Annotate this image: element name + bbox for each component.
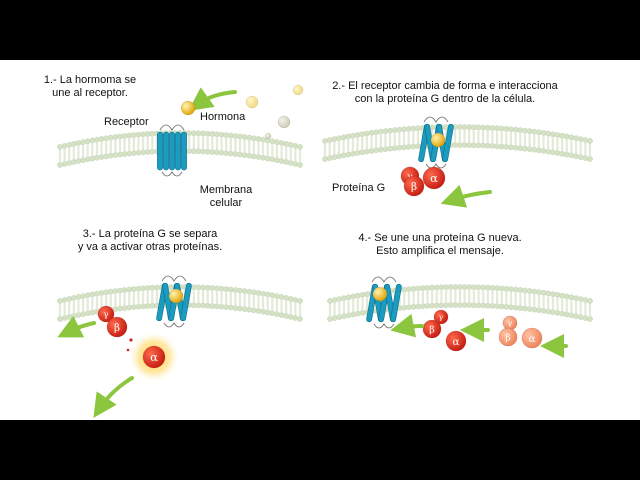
spark [127, 349, 130, 352]
hormone-label: Hormona [200, 111, 245, 124]
new-beta-subunit: β [499, 328, 517, 346]
arrow-g-protein-approach [452, 192, 490, 200]
svg-text:γ: γ [508, 319, 513, 328]
hormone-bound [373, 287, 387, 301]
svg-text:β: β [429, 324, 434, 335]
alpha-subunit: α [446, 331, 466, 351]
svg-text:α: α [452, 336, 459, 348]
arrow-hormone-approach [198, 92, 235, 104]
hormone-molecule-floating [293, 85, 303, 95]
other-molecule [265, 133, 271, 139]
spark [129, 338, 132, 341]
beta-subunit: β [423, 320, 441, 338]
receptor-label: Receptor [104, 116, 149, 129]
hormone-molecule [181, 101, 195, 115]
receptor-panel-1 [157, 125, 186, 176]
beta-subunit: β [404, 176, 424, 196]
hormone-molecule-floating [246, 96, 258, 108]
step-2-caption: 2.- El receptor cambia de forma e intera… [320, 80, 570, 106]
arrow-alpha-away [100, 378, 132, 408]
alpha-subunit-activated: α [143, 346, 165, 368]
receptor-panel-4 [366, 277, 402, 328]
svg-text:β: β [411, 181, 417, 193]
svg-text:α: α [150, 350, 158, 364]
svg-text:γ: γ [103, 309, 108, 319]
alpha-subunit: α [423, 167, 445, 189]
beta-subunit: β [107, 317, 127, 337]
new-alpha-subunit: α [522, 328, 542, 348]
g-protein-label: Proteína G [332, 182, 385, 195]
hormone-bound [431, 133, 445, 147]
svg-text:α: α [430, 171, 438, 185]
svg-text:γ: γ [439, 313, 444, 322]
arrow-new-protein-binding [402, 326, 422, 328]
hormone-bound [169, 289, 183, 303]
svg-text:β: β [114, 322, 120, 334]
svg-text:α: α [528, 333, 535, 345]
membrane-panel-2 [322, 124, 592, 161]
other-molecule [278, 116, 290, 128]
step-4-caption: 4.- Se une una proteína G nueva.Esto amp… [345, 232, 535, 258]
new-gamma-subunit: γ [503, 316, 517, 330]
arrow-beta-gamma-away [68, 323, 94, 332]
svg-text:β: β [505, 332, 510, 343]
